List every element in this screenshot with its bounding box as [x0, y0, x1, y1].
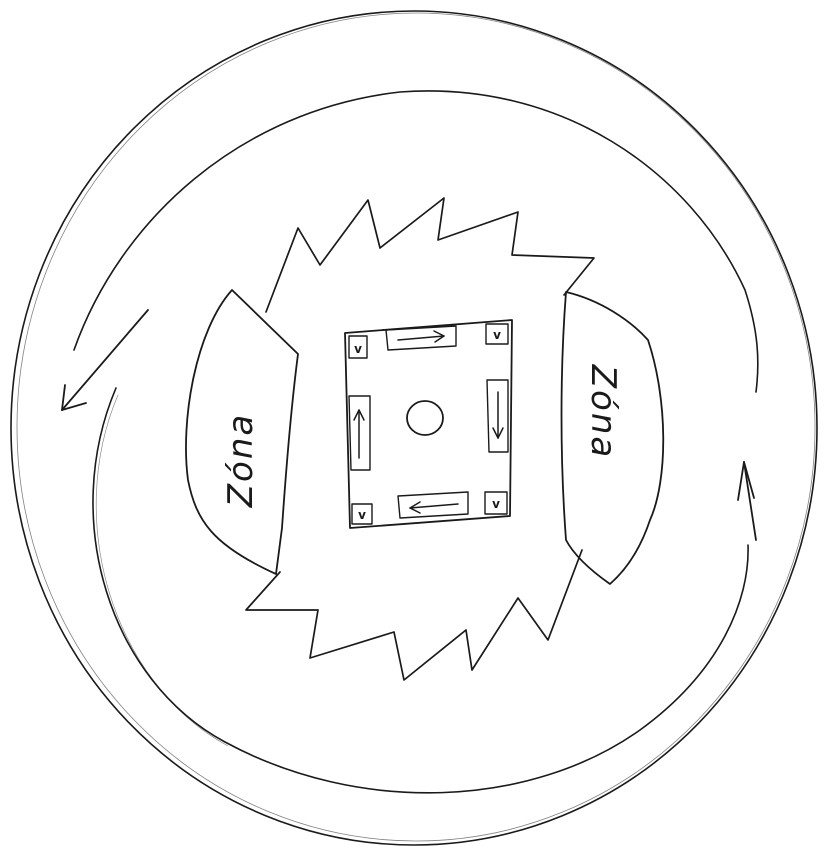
corner-mark-top-left: v — [349, 336, 367, 358]
corner-mark-bottom-left: v — [352, 504, 372, 524]
bottom-edge-box-arrow-left — [398, 492, 468, 518]
jagged-burst-outline — [246, 198, 594, 680]
left-edge-box-arrow-up — [349, 396, 370, 470]
center-circle — [407, 401, 443, 435]
top-edge-box-arrow-right — [386, 326, 456, 350]
right-edge-box-arrow-down — [487, 380, 508, 452]
corner-mark-bottom-right: v — [485, 492, 507, 514]
inner-ring-left-arc — [93, 388, 748, 793]
svg-text:v: v — [493, 328, 501, 342]
svg-text:v: v — [492, 497, 500, 511]
outer-ring-circle-echo — [17, 13, 815, 841]
right-zone-label: Zóna — [583, 364, 623, 459]
svg-text:v: v — [354, 342, 362, 356]
left-zone-label: Zóna — [221, 413, 261, 508]
svg-text:v: v — [358, 508, 366, 522]
ring-arrow-left — [62, 310, 148, 410]
corner-mark-top-right: v — [486, 324, 508, 344]
inner-ring-echo — [96, 395, 228, 746]
ring-arrow-right — [738, 462, 756, 540]
inner-ring-top-arc — [74, 91, 758, 392]
